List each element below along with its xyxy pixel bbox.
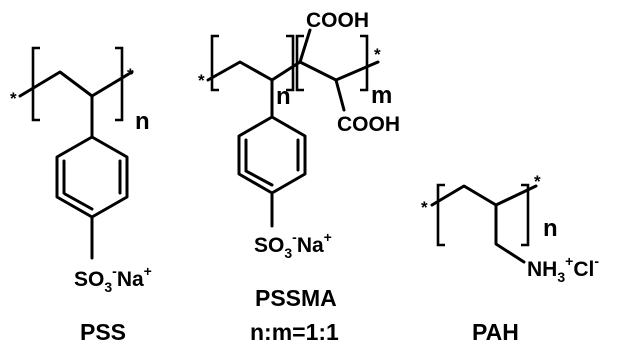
- pssma-cooh-bottom: COOH: [337, 113, 400, 136]
- pssma-structure: COOH COOH * * n m SO3-Na+ PSSMA n:m=1:1: [198, 9, 400, 345]
- pssma-cooh-top-bond: [298, 28, 312, 64]
- pssma-ratio: n:m=1:1: [250, 319, 339, 345]
- pss-benzene-ring: [55, 135, 129, 219]
- pssma-left-bracket-n: [210, 34, 219, 92]
- pss-name: PSS: [80, 319, 126, 345]
- pah-backbone: [430, 184, 538, 207]
- pss-n-label: n: [135, 108, 150, 135]
- pss-left-star: *: [10, 89, 17, 108]
- pah-right-star: *: [534, 172, 541, 191]
- pssma-ring-double-bond: [244, 169, 274, 187]
- pah-n-label: n: [543, 215, 558, 242]
- pss-sulfonate-label: SO3-Na+: [74, 263, 152, 295]
- pssma-right-bracket-n: [286, 34, 295, 92]
- pss-right-bracket: [115, 46, 124, 122]
- pssma-benzene-ring: [237, 115, 307, 195]
- pssma-cooh-top: COOH: [306, 9, 369, 32]
- pss-right-star: *: [127, 65, 134, 84]
- pssma-backbone: [206, 60, 380, 82]
- pah-structure: * * n NH3+Cl- PAH: [421, 172, 599, 345]
- pssma-n-label: n: [276, 83, 291, 110]
- pssma-left-star: *: [198, 71, 205, 90]
- pah-name: PAH: [472, 319, 519, 345]
- pah-side-chain: [494, 203, 526, 264]
- pssma-cooh-bottom-bond: [334, 78, 346, 112]
- pah-left-bracket: [436, 183, 445, 247]
- pss-structure: * * n SO3-Na+ PSS: [10, 46, 152, 345]
- pssma-right-bracket-m: [360, 34, 369, 92]
- pssma-sulfonate-label: SO3-Na+: [254, 229, 332, 261]
- pah-right-bracket: [521, 183, 530, 247]
- pss-ring-double-bond: [63, 192, 94, 211]
- pssma-m-label: m: [371, 82, 392, 109]
- pah-left-star: *: [421, 198, 428, 217]
- pss-left-bracket: [31, 46, 40, 122]
- pss-backbone: [18, 70, 134, 98]
- pssma-name: PSSMA: [255, 285, 337, 311]
- pah-amine-label: NH3+Cl-: [527, 253, 599, 285]
- pssma-right-star: *: [374, 45, 381, 64]
